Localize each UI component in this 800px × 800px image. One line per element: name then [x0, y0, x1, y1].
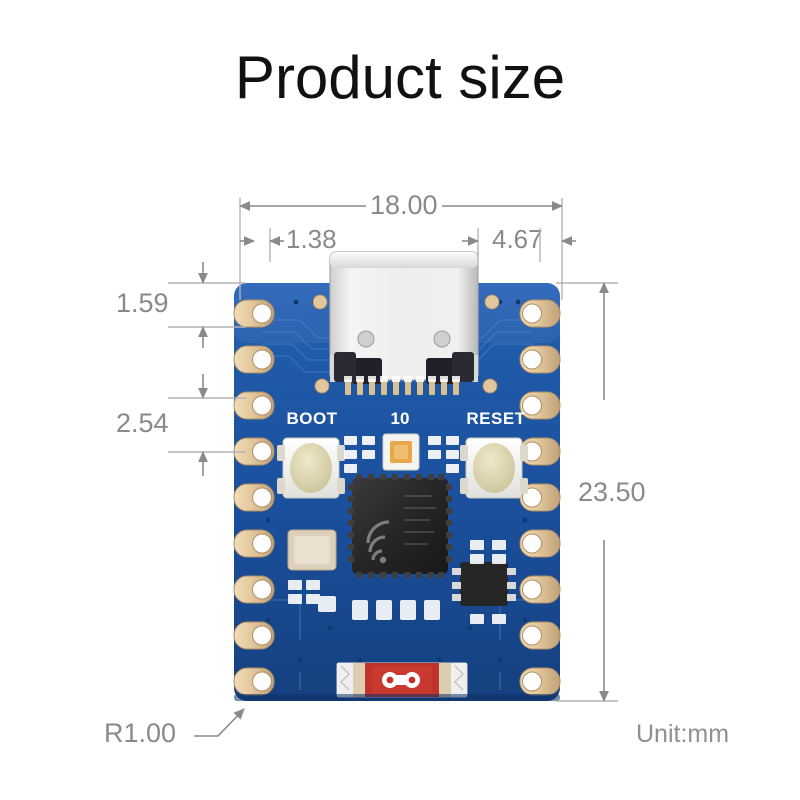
passive-components-top	[344, 436, 459, 473]
chip-antenna	[336, 662, 468, 698]
flash-memory-chip	[452, 562, 516, 606]
silk-reset-label: RESET	[466, 409, 525, 428]
antenna-mark-icon	[382, 672, 420, 688]
passive-components-bottom	[288, 540, 506, 624]
crystal-oscillator	[287, 529, 337, 571]
silk-center-label: 10	[391, 409, 410, 428]
espressif-logo-icon	[366, 520, 390, 561]
extension-lines	[168, 198, 618, 702]
dimension-label-pad-pitch: 2.54	[116, 408, 169, 438]
dimension-label-usb-offset-left: 1.38	[286, 224, 337, 254]
usb-anchor-pads	[312, 294, 500, 394]
dimension-label-usb-offset-right: 4.67	[492, 224, 543, 254]
silk-boot-label: BOOT	[286, 409, 337, 428]
page-title: Product size	[234, 44, 566, 111]
dimension-label-overall-width: 18.00	[370, 190, 438, 220]
rgb-led	[382, 433, 420, 471]
dimension-label-corner-radius: R1.00	[104, 718, 177, 748]
dimension-label-top-offset: 1.59	[116, 288, 169, 318]
boot-button	[277, 437, 345, 499]
usb-c-connector	[329, 251, 479, 395]
leader-line-corner-radius	[194, 708, 245, 737]
unit-label: Unit:mm	[636, 720, 730, 748]
dimension-label-overall-height: 23.50	[578, 477, 646, 507]
main-soc-chip	[348, 474, 452, 578]
reset-button	[460, 437, 528, 499]
castellated-pads-left	[233, 299, 275, 696]
